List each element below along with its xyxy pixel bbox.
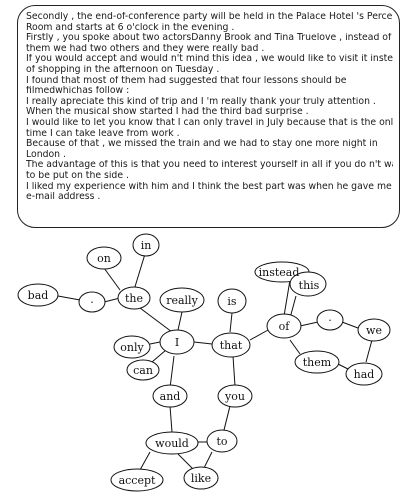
text-line: I found that most of them had suggested … bbox=[26, 75, 347, 86]
text-line: If you would accept and would n't mind t… bbox=[26, 54, 393, 65]
node-ellipse bbox=[294, 350, 340, 374]
text-line: of shopping in the afternoon on Tuesday … bbox=[26, 64, 220, 75]
node-ellipse bbox=[183, 466, 219, 490]
edge bbox=[103, 267, 121, 291]
node-ellipse bbox=[211, 332, 251, 358]
edge bbox=[289, 295, 297, 319]
edge bbox=[139, 451, 151, 471]
node-ellipse bbox=[266, 313, 302, 339]
node-ellipse bbox=[17, 283, 59, 307]
node-label: is bbox=[227, 295, 237, 308]
node-label: . bbox=[90, 293, 94, 306]
node-label: and bbox=[160, 390, 181, 403]
node-label: to bbox=[216, 435, 227, 448]
node-label: this bbox=[299, 279, 320, 292]
edge bbox=[151, 349, 167, 363]
node-ellipse bbox=[217, 384, 253, 408]
text-line: I liked my experience with him and I thi… bbox=[26, 181, 393, 192]
node-ellipse bbox=[152, 384, 188, 408]
edge bbox=[223, 405, 231, 431]
node-label: we bbox=[366, 324, 382, 337]
node-label: in bbox=[141, 239, 152, 252]
node-label: you bbox=[224, 390, 245, 403]
edge bbox=[341, 321, 359, 329]
edge bbox=[193, 341, 213, 345]
edge bbox=[177, 311, 183, 331]
node-label: had bbox=[354, 368, 375, 381]
node-label: really bbox=[166, 294, 198, 307]
node-ellipse bbox=[117, 286, 151, 310]
node-label: the bbox=[125, 292, 143, 305]
edge bbox=[103, 297, 121, 303]
edge bbox=[289, 339, 301, 355]
edge bbox=[177, 453, 195, 471]
text-line: I would like to let you know that I can … bbox=[26, 117, 393, 128]
edge bbox=[299, 321, 319, 327]
node-ellipse bbox=[126, 359, 160, 381]
text-line: Firstly , you spoke about two actorsDann… bbox=[26, 33, 392, 44]
node-label: would bbox=[155, 437, 189, 450]
edge bbox=[203, 451, 213, 469]
node-ellipse bbox=[78, 291, 106, 313]
text-line: London . bbox=[26, 149, 66, 160]
node-ellipse bbox=[159, 287, 205, 313]
node-ellipse bbox=[206, 429, 238, 453]
text-line: time I can take leave from work . bbox=[26, 128, 180, 139]
text-line: to be put on the side . bbox=[26, 170, 129, 181]
node-label: can bbox=[133, 364, 153, 377]
edge bbox=[283, 279, 291, 317]
node-ellipse bbox=[86, 246, 122, 270]
edge bbox=[232, 355, 236, 387]
text-line: Secondly , the end-of-conference party w… bbox=[26, 12, 393, 22]
node-ellipse bbox=[113, 335, 151, 359]
edge bbox=[169, 355, 175, 389]
node-label: like bbox=[191, 472, 211, 485]
text-line: e-mail address . bbox=[26, 192, 101, 203]
node-ellipse bbox=[217, 288, 247, 314]
edge bbox=[139, 307, 173, 333]
node-ellipse bbox=[132, 233, 160, 257]
node-ellipse bbox=[289, 271, 327, 297]
edge bbox=[249, 329, 269, 341]
node-ellipse bbox=[110, 468, 164, 492]
word-graph: in on bad . the really is instead this o… bbox=[17, 233, 391, 492]
edge bbox=[229, 312, 233, 333]
text-line: The advantage of this is that you need t… bbox=[26, 160, 393, 171]
node-ellipse bbox=[357, 318, 391, 342]
node-label: on bbox=[97, 252, 111, 265]
text-line: them we had two others and they were rea… bbox=[26, 43, 265, 54]
node-label: I bbox=[175, 336, 179, 349]
node-label: bad bbox=[28, 289, 49, 302]
text-line: I really apreciate this kind of trip and… bbox=[26, 96, 376, 107]
text-line: When the musical show started I had the … bbox=[26, 107, 309, 118]
node-label: that bbox=[220, 339, 243, 352]
node-label: them bbox=[303, 356, 332, 369]
text-line: Room and starts at 6 o'clock in the even… bbox=[26, 22, 235, 33]
node-ellipse bbox=[316, 309, 344, 331]
node-label: instead bbox=[259, 266, 300, 279]
edge bbox=[57, 295, 81, 301]
edge bbox=[133, 253, 146, 291]
text-line: Because of that , we missed the train an… bbox=[26, 139, 378, 150]
edge bbox=[169, 405, 173, 433]
edge bbox=[365, 339, 373, 363]
text-line: filmedwhichas follow : bbox=[26, 86, 130, 97]
node-ellipse bbox=[159, 329, 195, 355]
node-ellipse bbox=[145, 431, 199, 455]
node-label: accept bbox=[119, 474, 156, 487]
node-ellipse bbox=[345, 362, 383, 386]
edge bbox=[149, 341, 161, 345]
node-label: of bbox=[279, 320, 291, 333]
node-label: . bbox=[328, 311, 332, 324]
text-box: Secondly , the end-of-conference party w… bbox=[17, 5, 400, 228]
node-label: only bbox=[120, 341, 144, 354]
